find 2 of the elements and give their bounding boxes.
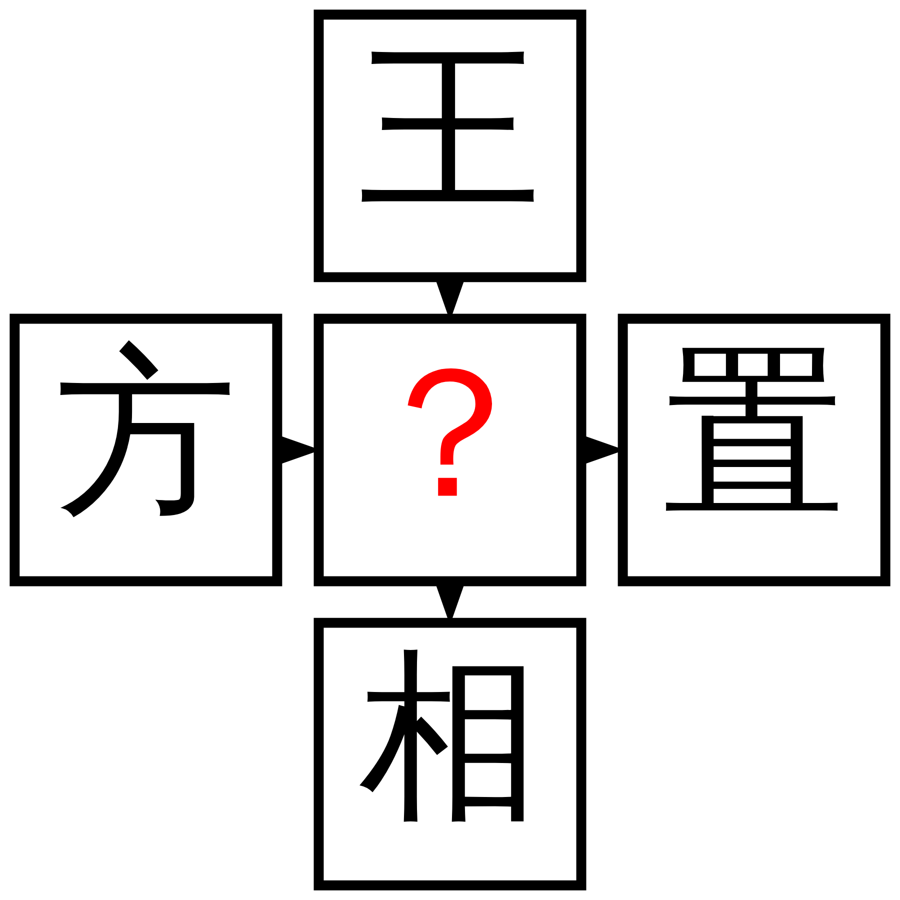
node-box: 置 (618, 314, 890, 586)
node-box: 相 (314, 618, 586, 890)
